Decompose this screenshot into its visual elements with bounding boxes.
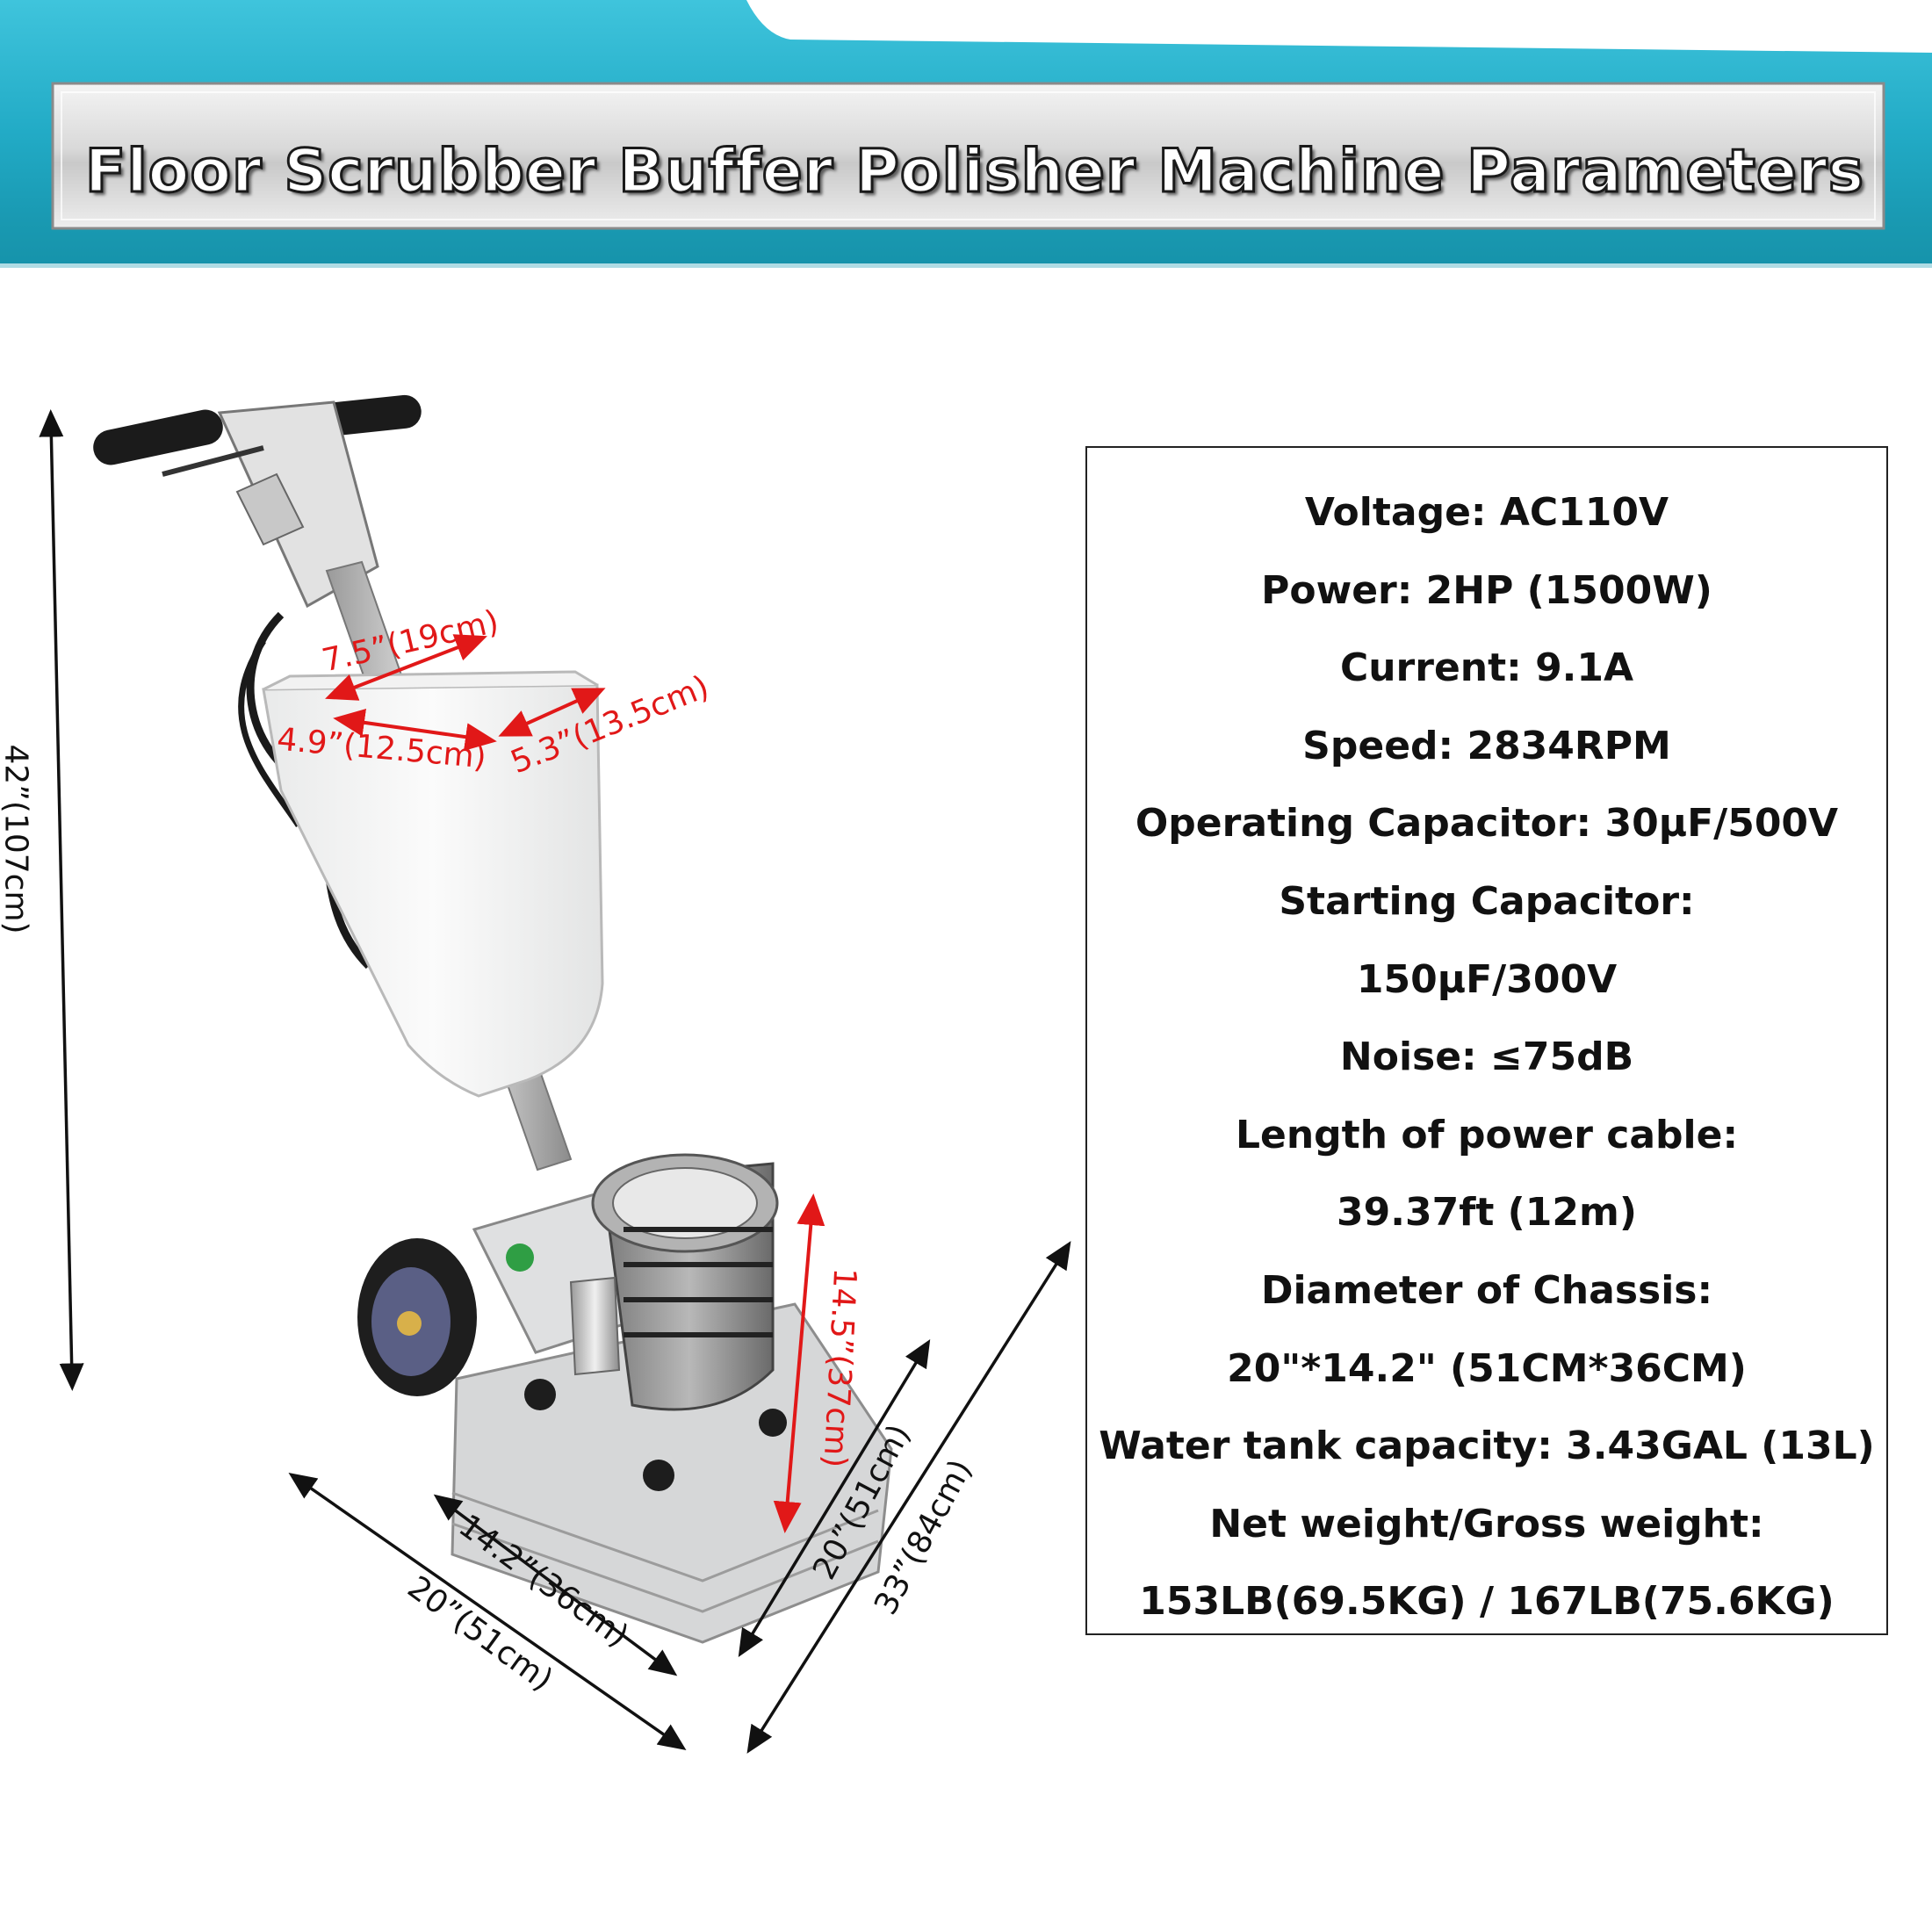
spec-operating-capacitor: Operating Capacitor: 30μF/500V xyxy=(1135,801,1839,847)
tank-top-arrow xyxy=(325,634,487,701)
height-arrow xyxy=(39,409,84,1391)
base-width-arrow xyxy=(433,1494,678,1676)
tank-width-arrow xyxy=(333,708,497,752)
total-length-arrow xyxy=(746,1241,1071,1754)
spec-cable-length-value: 39.37ft (12m) xyxy=(1337,1190,1637,1236)
product-illustration: 42”(107cm) 7.5”(19cm) 4.9”(12.5cm) 5.3”(… xyxy=(0,369,1089,1774)
base-height-arrow xyxy=(773,1193,825,1533)
spec-water-tank-capacity: Water tank capacity: 3.43GAL (13L) xyxy=(1099,1424,1875,1469)
height-label: 42”(107cm) xyxy=(0,744,34,934)
floor-scrubber-machine-image xyxy=(39,394,1071,1754)
spec-power: Power: 2HP (1500W) xyxy=(1261,567,1712,613)
spec-current: Current: 9.1A xyxy=(1339,645,1634,691)
title-banner: Floor Scrubber Buffer Polisher Machine P… xyxy=(0,0,1932,268)
banner-background xyxy=(0,0,1932,268)
banner-title: Floor Scrubber Buffer Polisher Machine P… xyxy=(83,135,1865,207)
spec-cable-length-label: Length of power cable: xyxy=(1235,1112,1739,1157)
spec-weight-value: 153LB(69.5KG) / 167LB(75.6KG) xyxy=(1139,1579,1835,1625)
spec-speed: Speed: 2834RPM xyxy=(1302,723,1671,768)
tank-depth-arrow xyxy=(498,688,606,737)
spec-noise: Noise: ≤75dB xyxy=(1339,1034,1634,1080)
motor xyxy=(569,1153,779,1411)
spec-chassis-diameter-label: Diameter of Chassis: xyxy=(1260,1267,1713,1313)
specifications-box: Voltage: AC110V Power: 2HP (1500W) Curre… xyxy=(1085,446,1888,1635)
wheel xyxy=(357,1238,477,1396)
spec-starting-capacitor-label: Starting Capacitor: xyxy=(1279,878,1695,924)
spec-weight-label: Net weight/Gross weight: xyxy=(1209,1501,1764,1546)
spec-starting-capacitor-value: 150μF/300V xyxy=(1356,956,1618,1002)
handle xyxy=(93,394,422,609)
spec-voltage: Voltage: AC110V xyxy=(1304,490,1669,535)
spec-chassis-diameter-value: 20"*14.2" (51CM*36CM) xyxy=(1227,1345,1747,1391)
